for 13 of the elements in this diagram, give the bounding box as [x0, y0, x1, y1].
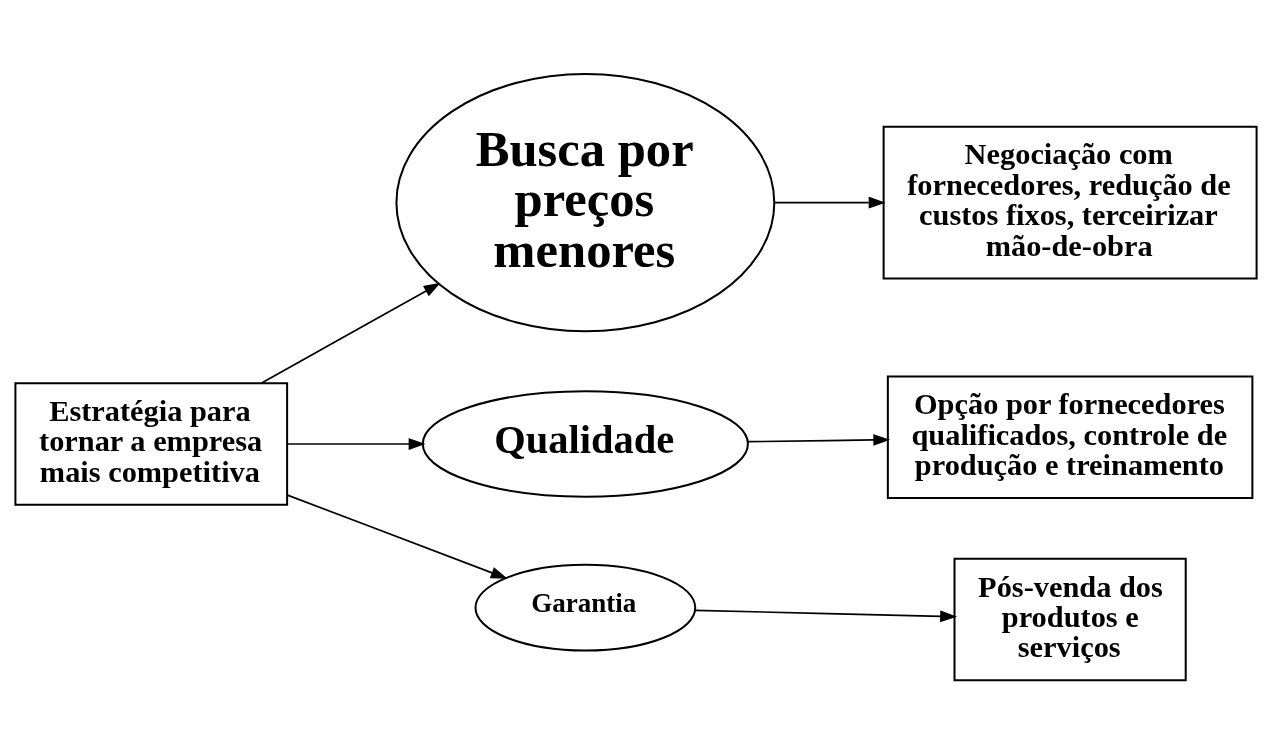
node-box: Opção por fornecedores qualificados, controle de produção e treinamento — [886, 375, 1254, 499]
node-ellipse: Garantia — [474, 563, 697, 652]
arrow — [260, 282, 441, 384]
node-box: Pós-venda dos produtos e serviços — [953, 557, 1187, 682]
node-box: Estratégia para tornar a empresa mais competitiva — [14, 382, 289, 506]
node-ellipse: Qualidade — [421, 390, 749, 498]
arrow — [694, 609, 957, 623]
node-ellipse: Busca por preços menores — [395, 72, 776, 333]
node-box: Negociação com fornecedores, redução de custos fixos, terceirizar mão-de-obra — [882, 125, 1258, 280]
arrow — [286, 438, 426, 450]
arrow — [747, 434, 891, 446]
arrow — [286, 494, 508, 579]
arrow — [773, 196, 886, 209]
